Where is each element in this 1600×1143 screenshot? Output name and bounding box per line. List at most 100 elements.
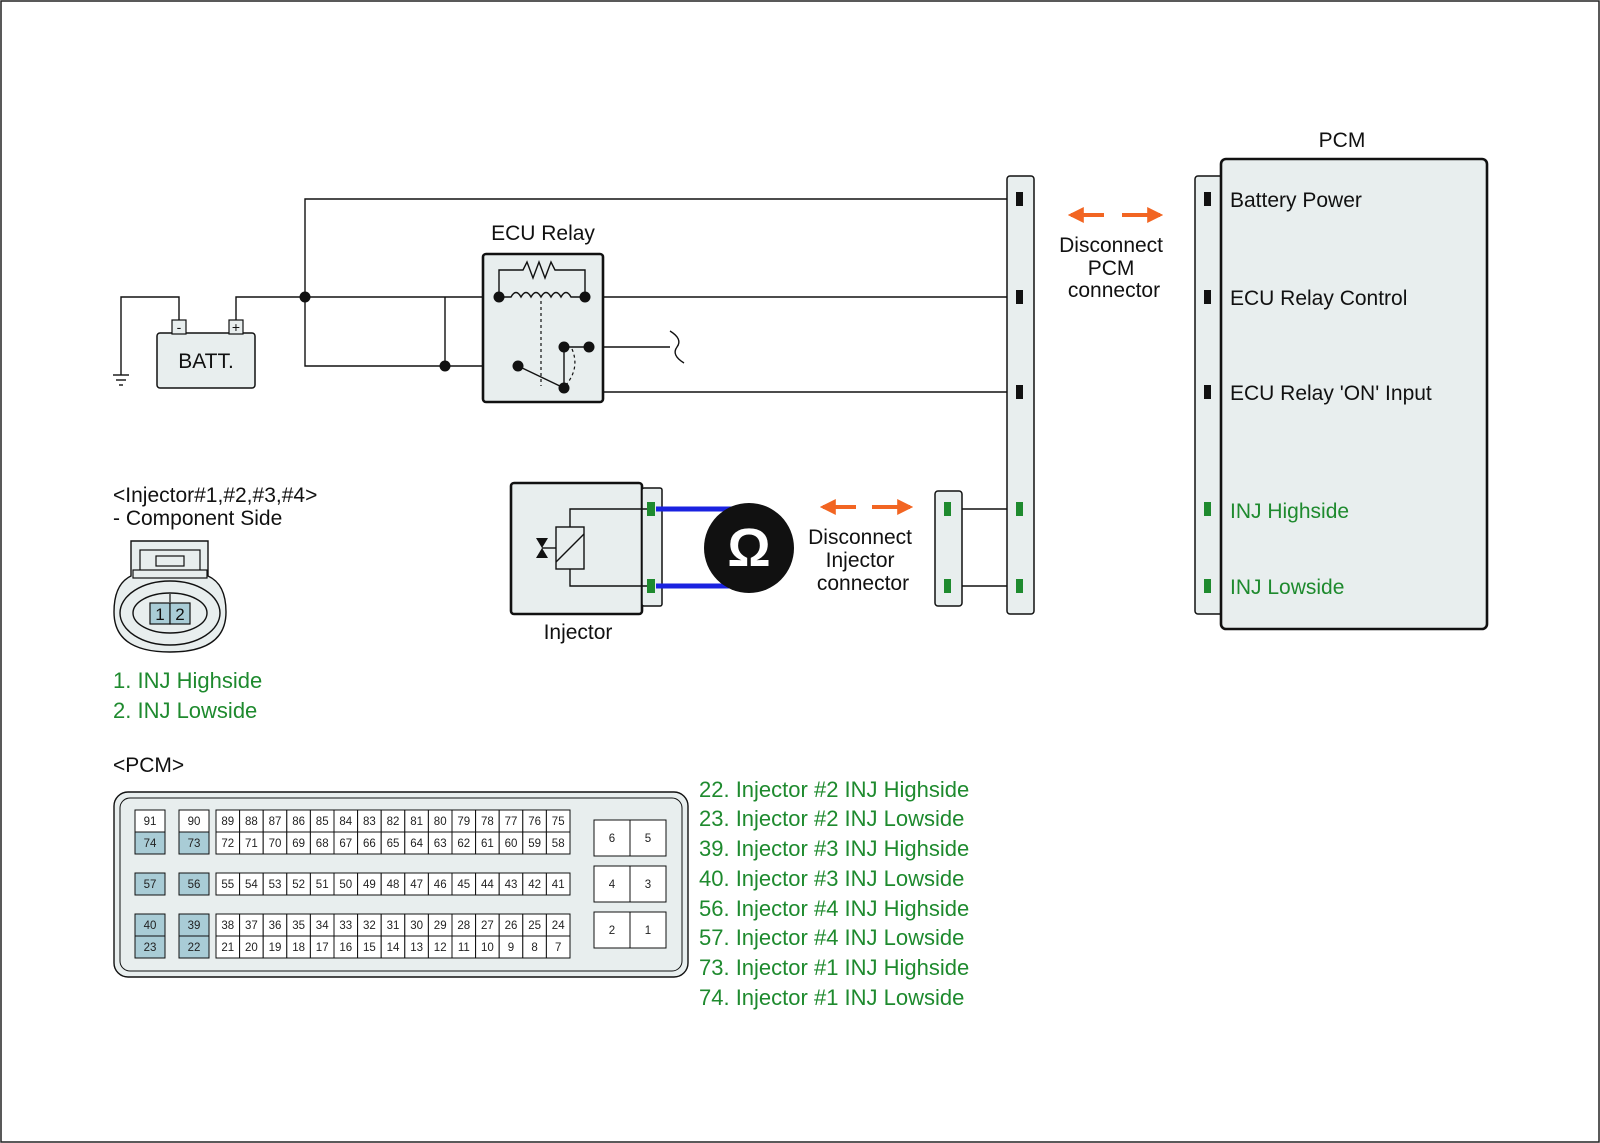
pcm-pin-7-cell [545,935,571,959]
pcm-pin-49: 49 [363,879,376,891]
pcm-pin-22-cell [178,935,210,959]
pcm-pin-inj-highside: INJ Highside [1230,500,1349,523]
pcm-pin-63: 63 [434,838,447,850]
pcm-pin-77: 77 [505,816,518,828]
pcm-pin-66: 66 [363,838,376,850]
pcm-pin-7: 7 [555,942,561,954]
pcm-pin-48: 48 [387,879,400,891]
pcm-pin-83: 83 [363,816,376,828]
pcm-unit: PCM Battery Power ECU Relay Control ECU … [1194,129,1489,631]
pcm-harness-connector [1006,175,1035,615]
pcm-legend-line: 57. Injector #4 INJ Lowside [699,925,964,950]
pcm-legend-line: 56. Injector #4 INJ Highside [699,896,969,921]
pcm-pin-23-cell [134,935,166,959]
pcm-pin-20: 20 [245,942,258,954]
pcm-title: PCM [1319,129,1366,152]
pcm-pin-70: 70 [269,838,282,850]
ecu-relay: ECU Relay [481,222,605,404]
pcm-pin-25: 25 [528,920,541,932]
pcm-legend-line: 23. Injector #2 INJ Lowside [699,806,964,831]
battery-minus-label: - [177,319,182,335]
pcm-pin-12: 12 [434,942,447,954]
pcm-pin-88: 88 [245,816,258,828]
pcm-pin-57: 57 [144,879,157,891]
pcm-pin-4-cell [593,865,631,903]
pcm-pin-54: 54 [245,879,258,891]
pcm-pin-47: 47 [410,879,423,891]
pcm-pin-59: 59 [528,838,541,850]
pcm-pin-13: 13 [410,942,423,954]
pcm-pin-ecu-relay-on-input: ECU Relay 'ON' Input [1230,382,1432,405]
pcm-pin-4: 4 [609,879,616,891]
pcm-pin-50: 50 [339,879,352,891]
pcm-pin-73-cell [178,831,210,855]
injector-connector-subtitle: - Component Side [113,507,282,530]
battery-plus-label: + [232,319,240,335]
pcm-pin-inj-lowside: INJ Lowside [1230,576,1344,599]
pcm-pin-71: 71 [245,838,258,850]
pcm-pin-36: 36 [269,920,282,932]
pcm-pin-26: 26 [505,920,518,932]
wire-break-icon [669,330,685,364]
pcm-pin-32: 32 [363,920,376,932]
pcm-pin-29: 29 [434,920,447,932]
pcm-pin-35: 35 [292,920,305,932]
pcm-legend-line: 74. Injector #1 INJ Lowside [699,985,964,1010]
pcm-pin-43: 43 [505,879,518,891]
pcm-pin-69: 69 [292,838,305,850]
pcm-pin-87: 87 [269,816,282,828]
pcm-pin-51: 51 [316,879,329,891]
pcm-pin-61: 61 [481,838,494,850]
pcm-pin-battery-power: Battery Power [1230,189,1362,212]
battery: - + BATT. [156,319,256,389]
pcm-pin-5-cell [629,819,667,857]
pcm-pin-55: 55 [221,879,234,891]
battery-label: BATT. [178,350,234,373]
pcm-pin-91: 91 [144,816,157,828]
injector-connector-pin-1: 1 [155,605,164,624]
pcm-pin-89: 89 [221,816,234,828]
ecu-relay-label: ECU Relay [491,222,595,245]
pcm-pin-73: 73 [188,838,201,850]
pcm-pin-65: 65 [387,838,400,850]
pcm-pin-30: 30 [410,920,423,932]
pcm-pin-11: 11 [458,942,470,954]
pcm-pin-41-cell [545,872,571,896]
junction-dot [439,360,451,372]
pcm-connector-title: <PCM> [113,754,184,777]
pcm-legend-line: 73. Injector #1 INJ Highside [699,955,969,980]
pcm-pin-28: 28 [457,920,470,932]
pcm-pin-79: 79 [457,816,470,828]
pcm-pin-53: 53 [269,879,282,891]
pcm-pin-74-cell [134,831,166,855]
pcm-pin-58-cell [545,831,571,855]
pcm-connector-legend: 22. Injector #2 INJ Highside 23. Injecto… [699,777,969,1010]
injector-legend-2: 2. INJ Lowside [113,698,257,723]
pcm-pin-6-cell [593,819,631,857]
pcm-pin-64: 64 [410,838,423,850]
pcm-pin-37: 37 [245,920,258,932]
pcm-pin-84: 84 [339,816,352,828]
pcm-pin-15: 15 [363,942,376,954]
injector-connector-drawing: 1 2 [113,540,227,653]
pcm-pin-58: 58 [552,838,565,850]
pcm-pin-38: 38 [221,920,234,932]
pcm-pin-46: 46 [434,879,447,891]
pcm-pin-78: 78 [481,816,494,828]
pcm-pin-40: 40 [144,920,157,932]
pcm-pin-76: 76 [528,816,541,828]
pcm-pin-8: 8 [531,942,537,954]
pcm-pin-33: 33 [339,920,352,932]
pcm-pin-86: 86 [292,816,305,828]
pcm-pin-5: 5 [645,833,651,845]
disconnect-pcm-label: Disconnect PCM connector [1059,234,1169,302]
disconnect-injector-label: Disconnect Injector connector [808,526,918,595]
pcm-pin-3-cell [629,865,667,903]
pcm-legend-line: 40. Injector #3 INJ Lowside [699,866,964,891]
pcm-pin-60: 60 [505,838,518,850]
injector-label: Injector [544,621,613,644]
pcm-pin-82: 82 [387,816,400,828]
pcm-pin-90: 90 [188,816,201,828]
